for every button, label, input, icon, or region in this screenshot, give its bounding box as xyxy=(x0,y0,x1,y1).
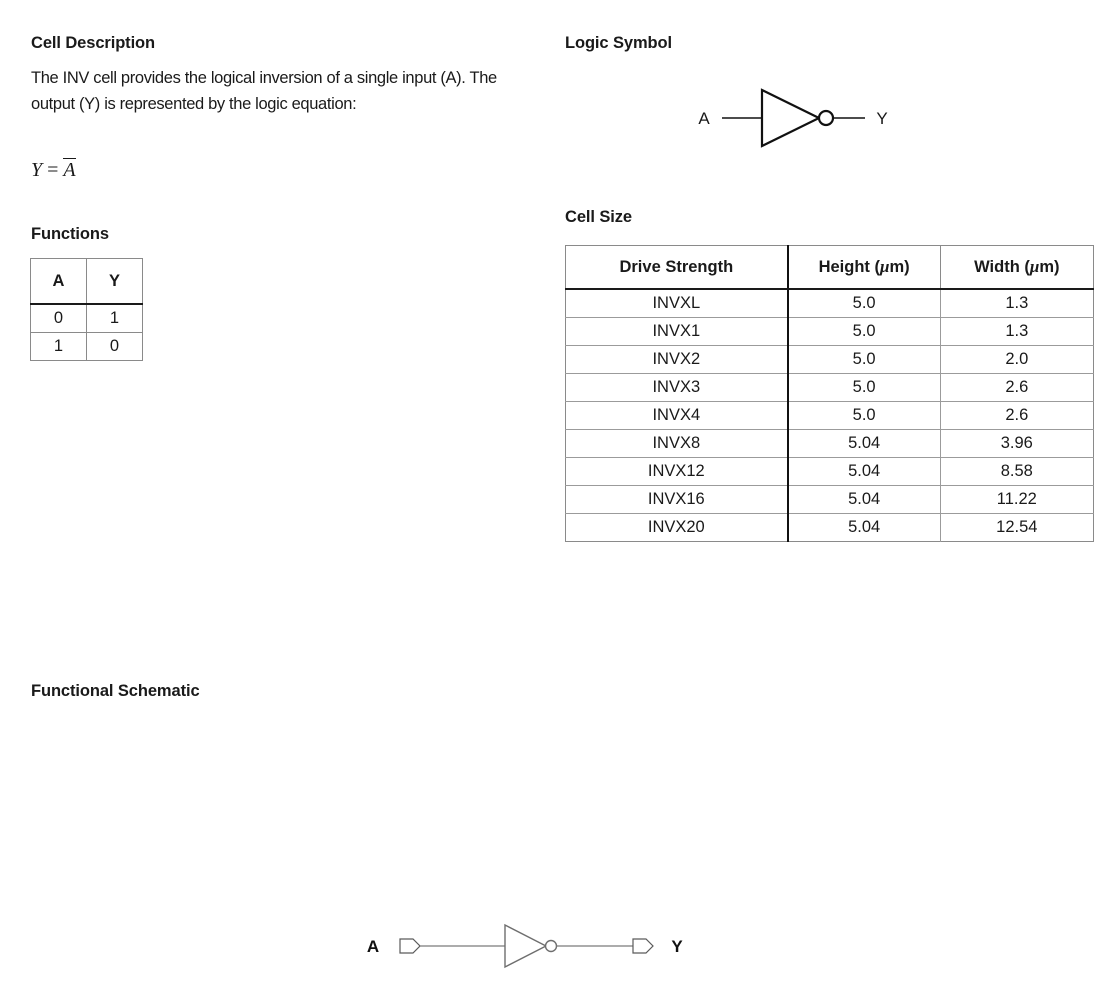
header-height-pre: Height ( xyxy=(818,258,881,276)
cell-size-drive: INVX1 xyxy=(565,317,789,346)
cell-size-width: 1.3 xyxy=(940,317,1094,346)
truth-table-cell-y: 0 xyxy=(86,332,143,361)
cell-size-header-row: Drive Strength Height (μm) Width (μm) xyxy=(565,245,1094,290)
cell-size-height: 5.04 xyxy=(787,429,941,458)
cell-size-drive: INVX20 xyxy=(565,513,789,542)
schematic-input-label: A xyxy=(367,937,379,956)
cell-size-drive: INVX8 xyxy=(565,429,789,458)
cell-size-width: 2.0 xyxy=(940,345,1094,374)
header-width-pre: Width ( xyxy=(974,258,1030,276)
table-row: INVX3 5.0 2.6 xyxy=(565,373,1094,402)
cell-size-height: 5.0 xyxy=(787,373,941,402)
cell-size-height: 5.0 xyxy=(787,317,941,346)
cell-size-height: 5.04 xyxy=(787,457,941,486)
cell-size-height: 5.04 xyxy=(787,513,941,542)
cell-size-drive: INVX12 xyxy=(565,457,789,486)
cell-size-width: 2.6 xyxy=(940,401,1094,430)
cell-size-width: 3.96 xyxy=(940,429,1094,458)
cell-size-drive: INVX3 xyxy=(565,373,789,402)
cell-description-heading: Cell Description xyxy=(31,34,156,52)
table-row: INVXL 5.0 1.3 xyxy=(565,289,1094,318)
table-row: INVX2 5.0 2.0 xyxy=(565,345,1094,374)
cell-size-height: 5.04 xyxy=(787,485,941,514)
cell-size-height: 5.0 xyxy=(787,345,941,374)
table-row: 0 1 xyxy=(30,303,143,333)
truth-table: A Y 0 1 1 0 xyxy=(30,258,143,361)
header-width-post: m) xyxy=(1039,258,1060,276)
equation-operator: = xyxy=(47,159,59,181)
inverter-triangle-icon xyxy=(504,923,548,969)
cell-size-width: 12.54 xyxy=(996,518,1038,536)
equation-rhs-negated: A xyxy=(63,158,76,181)
inverter-bubble-icon xyxy=(544,939,558,953)
cell-size-width: 1.3 xyxy=(940,289,1094,318)
inverter-triangle-icon xyxy=(760,88,822,148)
output-pin-marker-icon xyxy=(632,938,654,954)
logic-symbol-heading: Logic Symbol xyxy=(565,34,672,52)
header-height-post: m) xyxy=(889,258,910,276)
cell-size-header-width: Width (μm) xyxy=(940,245,1094,290)
cell-size-drive: INVX2 xyxy=(565,345,789,374)
table-row: INVX20 5.04 12.54 xyxy=(565,513,1094,542)
cell-size-header-height: Height (μm) xyxy=(787,245,941,290)
table-row: INVX12 5.04 8.58 xyxy=(565,457,1094,486)
mu-symbol: μ xyxy=(1029,257,1040,276)
cell-size-height: 5.0 xyxy=(787,401,941,430)
table-row: INVX4 5.0 2.6 xyxy=(565,401,1094,430)
input-pin-marker-icon xyxy=(399,938,421,954)
truth-table-header-y: Y xyxy=(86,258,143,305)
cell-size-height: 5.0 xyxy=(787,289,941,318)
table-row: INVX16 5.04 11.22 xyxy=(565,485,1094,514)
cell-size-table: Drive Strength Height (μm) Width (μm) IN… xyxy=(565,245,1094,542)
functional-schematic-diagram: A Y xyxy=(367,923,683,969)
logic-symbol-input-label: A xyxy=(698,109,710,128)
logic-equation: Y=A xyxy=(31,158,76,182)
schematic-output-label: Y xyxy=(671,937,683,956)
truth-table-cell-y: 1 xyxy=(86,303,143,333)
truth-table-header-row: A Y xyxy=(30,258,143,305)
truth-table-header-a: A xyxy=(30,258,87,305)
cell-description-text: The INV cell provides the logical invers… xyxy=(31,69,497,113)
cell-size-width: 2.6 xyxy=(940,373,1094,402)
cell-size-width: 8.58 xyxy=(940,457,1094,486)
functions-heading: Functions xyxy=(31,225,109,243)
table-row: 1 0 xyxy=(30,332,143,361)
truth-table-cell-a: 1 xyxy=(30,332,87,361)
logic-symbol-diagram: A Y xyxy=(698,88,888,148)
logic-symbol-output-label: Y xyxy=(876,109,887,128)
cell-size-heading: Cell Size xyxy=(565,208,632,226)
table-row: INVX8 5.04 3.96 xyxy=(565,429,1094,458)
cell-size-drive: INVXL xyxy=(565,289,789,318)
functional-schematic-heading: Functional Schematic xyxy=(31,682,200,700)
truth-table-cell-a: 0 xyxy=(30,303,87,333)
cell-size-drive: INVX16 xyxy=(565,485,789,514)
table-row: INVX1 5.0 1.3 xyxy=(565,317,1094,346)
equation-lhs: Y xyxy=(31,159,43,181)
mu-symbol: μ xyxy=(880,257,890,276)
cell-size-drive: INVX4 xyxy=(565,401,789,430)
cell-size-header-drive-strength: Drive Strength xyxy=(565,245,789,290)
inverter-bubble-icon xyxy=(817,109,835,127)
cell-size-width: 11.22 xyxy=(940,485,1094,514)
